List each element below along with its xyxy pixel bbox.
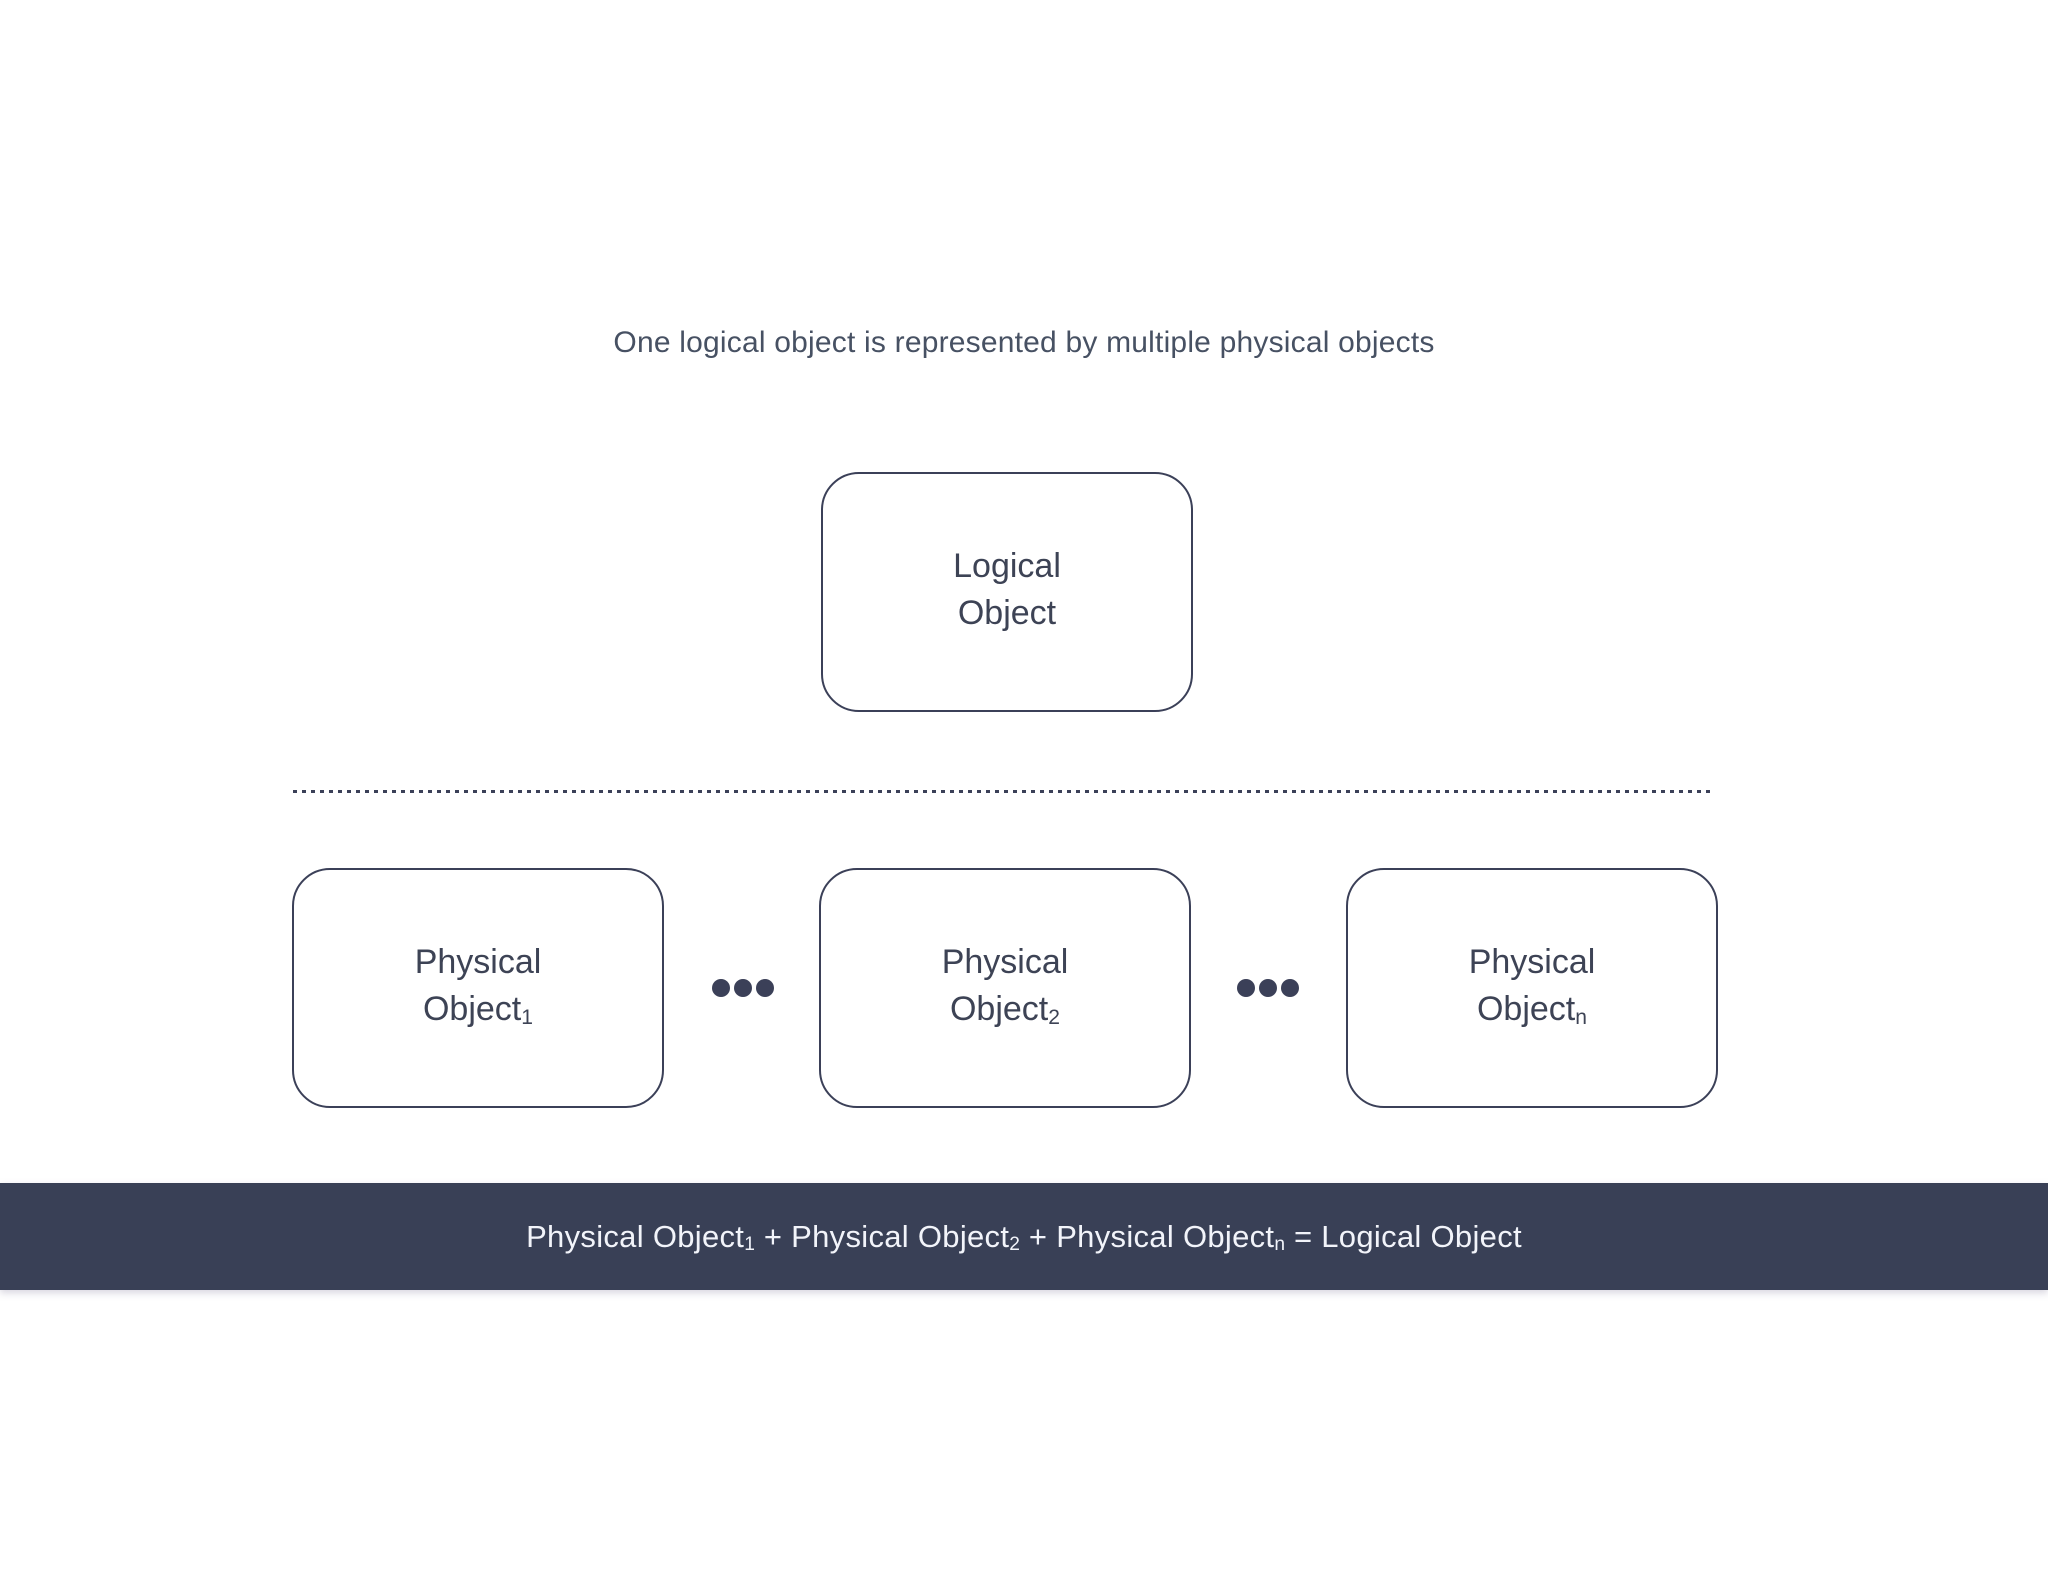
equation-text: Physical Object1 + Physical Object2 + Ph… bbox=[526, 1219, 1522, 1255]
equation-subscript-1: 1 bbox=[744, 1233, 755, 1255]
physical-object-box-n: Physical Objectn bbox=[1346, 868, 1718, 1108]
logical-object-line2: Object bbox=[953, 590, 1061, 641]
physical-object-1-line1: Physical bbox=[414, 943, 542, 981]
physical-object-box-1: Physical Object1 bbox=[292, 868, 664, 1108]
physical-object-n-line2: Objectn bbox=[1469, 986, 1596, 1037]
ellipsis-dot bbox=[1259, 979, 1277, 997]
equation-segment-4: = Logical Object bbox=[1285, 1218, 1522, 1254]
equation-segment-2: + Physical Object bbox=[754, 1218, 1010, 1254]
ellipsis-icon bbox=[712, 979, 774, 997]
physical-object-n-subscript: n bbox=[1575, 1005, 1587, 1029]
logical-physical-separator-dotted-line bbox=[293, 790, 1715, 793]
ellipsis-dot bbox=[1237, 979, 1255, 997]
physical-object-2-subscript: 2 bbox=[1048, 1005, 1060, 1029]
logical-object-line1: Logical bbox=[953, 547, 1061, 585]
equation-segment-3: + Physical Object bbox=[1019, 1218, 1275, 1254]
equation-subscript-n: n bbox=[1274, 1233, 1286, 1255]
physical-object-1-word: Object bbox=[422, 990, 522, 1028]
equation-banner: Physical Object1 + Physical Object2 + Ph… bbox=[0, 1183, 2048, 1290]
ellipsis-dot bbox=[756, 979, 774, 997]
physical-object-2-line1: Physical bbox=[941, 943, 1069, 981]
physical-object-1-line2: Object1 bbox=[415, 986, 542, 1037]
physical-object-n-line1: Physical bbox=[1468, 943, 1596, 981]
ellipsis-dot bbox=[1281, 979, 1299, 997]
page-title: One logical object is represented by mul… bbox=[613, 326, 1435, 359]
ellipsis-icon bbox=[1237, 979, 1299, 997]
physical-object-n-word: Object bbox=[1476, 990, 1576, 1028]
physical-object-1-subscript: 1 bbox=[521, 1005, 533, 1029]
physical-object-label-1: Physical Object1 bbox=[415, 939, 542, 1037]
physical-object-2-word: Object bbox=[949, 990, 1049, 1028]
ellipsis-dot bbox=[712, 979, 730, 997]
physical-object-label-2: Physical Object2 bbox=[942, 939, 1069, 1037]
ellipsis-dot bbox=[734, 979, 752, 997]
equation-segment-1: Physical Object bbox=[526, 1218, 745, 1254]
logical-object-word: Object bbox=[957, 594, 1057, 632]
physical-object-box-2: Physical Object2 bbox=[819, 868, 1191, 1108]
logical-object-box: Logical Object bbox=[821, 472, 1193, 712]
physical-object-label-n: Physical Objectn bbox=[1469, 939, 1596, 1037]
logical-object-label: Logical Object bbox=[953, 543, 1061, 641]
equation-subscript-2: 2 bbox=[1009, 1233, 1020, 1255]
physical-object-2-line2: Object2 bbox=[942, 986, 1069, 1037]
